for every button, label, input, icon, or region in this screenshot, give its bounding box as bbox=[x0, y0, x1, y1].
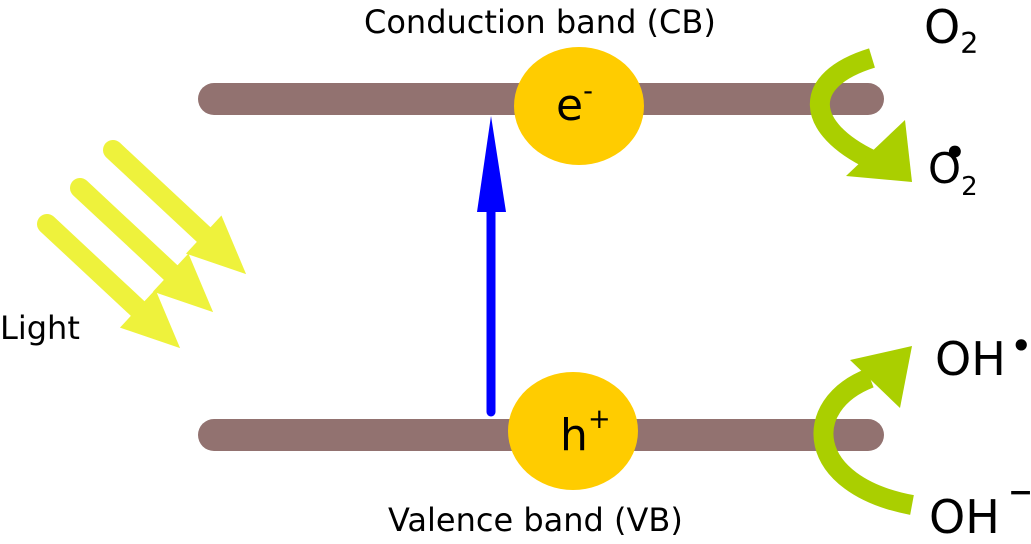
superoxide-radical-mark: • bbox=[944, 133, 966, 173]
hydroxide-symbol: OH bbox=[929, 490, 1000, 544]
electron-letter: e bbox=[556, 80, 584, 131]
hydroxyl-radical-symbol: OH bbox=[935, 332, 1006, 386]
light-ray-3 bbox=[37, 214, 181, 349]
electron-charge: - bbox=[583, 76, 593, 107]
hydroxide-label: OH bbox=[929, 494, 1000, 540]
superoxide-label: O2 bbox=[928, 148, 978, 201]
oxygen-symbol: O bbox=[924, 0, 961, 54]
valence-band-label: Valence band (VB) bbox=[388, 501, 683, 539]
superoxide-subscript: 2 bbox=[961, 172, 978, 202]
hole-letter: h bbox=[560, 410, 588, 461]
conduction-band-label: Conduction band (CB) bbox=[364, 3, 716, 41]
curved-arrow-down-icon bbox=[809, 48, 912, 182]
hole-charge: + bbox=[587, 404, 611, 435]
hole-circle bbox=[508, 372, 638, 490]
electron-symbol: e- bbox=[556, 78, 593, 128]
curved-arrow-up-icon bbox=[813, 346, 914, 515]
superoxide-symbol: O bbox=[928, 144, 962, 193]
light-ray-2 bbox=[70, 178, 214, 313]
oxygen-subscript: 2 bbox=[960, 27, 979, 60]
excitation-arrow-icon bbox=[477, 116, 506, 417]
hole-symbol: h+ bbox=[560, 406, 611, 458]
oxygen-label: O2 bbox=[924, 4, 978, 58]
hydroxyl-radical-mark: • bbox=[1011, 327, 1031, 365]
hydroxyl-radical-label: OH bbox=[935, 336, 1006, 382]
light-ray-1 bbox=[103, 140, 247, 275]
light-label: Light bbox=[0, 309, 80, 347]
light-ray-arrows-icon bbox=[37, 140, 247, 349]
hydroxide-charge: − bbox=[1008, 475, 1031, 510]
electron-circle bbox=[514, 47, 644, 165]
